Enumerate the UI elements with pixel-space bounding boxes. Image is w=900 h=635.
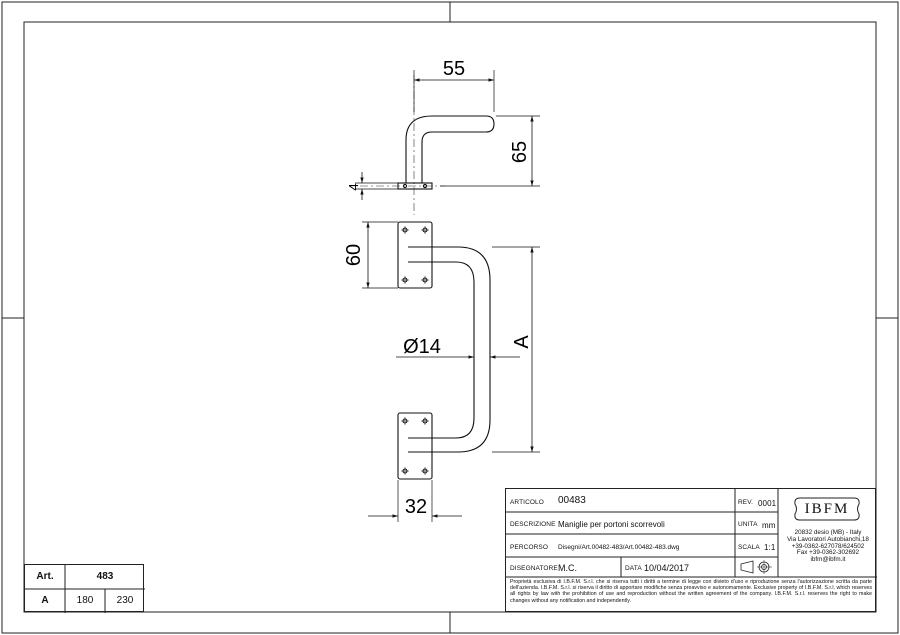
art-row-value-2: 230	[116, 595, 134, 606]
art-table: Art. 483 A 180 230	[24, 564, 145, 613]
art-header-value: 483	[96, 571, 114, 582]
descrizione-value: Maniglie per portoni scorrevoli	[558, 520, 665, 529]
scala-value: 1:1	[764, 543, 776, 552]
articolo-value: 00483	[558, 495, 586, 506]
descrizione-label: DESCRIZIONE	[510, 521, 556, 528]
company-address: 20832 desio (MB) - Italy Via Lavoratori …	[787, 529, 869, 564]
unita-label: UNITA	[738, 521, 758, 528]
rev-value: 0001	[758, 499, 777, 508]
percorso-value: Disegni/Art.00482-483/Art.00482-483.dwg	[558, 544, 680, 551]
data-label: DATA	[625, 565, 642, 572]
scala-label: SCALA	[738, 544, 760, 551]
dim-diameter: Ø14	[403, 336, 441, 358]
logo-text: IBFM	[804, 501, 850, 517]
legal-notice: Proprietà esclusiva di I.B.F.M. S.r.l. c…	[510, 579, 872, 604]
title-block: ARTICOLO 00483 REV. 0001 DESCRIZIONE Man…	[505, 488, 877, 612]
art-header-label: Art.	[36, 571, 54, 582]
dim-a: A	[511, 335, 533, 349]
dim-60: 60	[343, 244, 365, 266]
art-row-label: A	[41, 595, 49, 606]
disegnatore-value: M.C.	[558, 563, 577, 573]
articolo-label: ARTICOLO	[510, 499, 544, 506]
art-row-value-1: 180	[76, 595, 94, 606]
dim-65: 65	[509, 141, 531, 163]
rev-label: REV.	[738, 499, 753, 506]
percorso-label: PERCORSO	[510, 544, 549, 551]
dim-32: 32	[405, 496, 427, 518]
side-view	[397, 115, 495, 190]
unita-value: mm	[762, 521, 776, 530]
projection-symbol-icon	[740, 560, 772, 574]
dim-55: 55	[443, 58, 465, 80]
dim-4: 4	[346, 183, 361, 190]
company-logo: IBFM	[792, 495, 862, 523]
disegnatore-label: DISEGNATORE	[510, 565, 558, 572]
data-value: 10/04/2017	[644, 563, 690, 573]
front-view	[397, 221, 491, 480]
